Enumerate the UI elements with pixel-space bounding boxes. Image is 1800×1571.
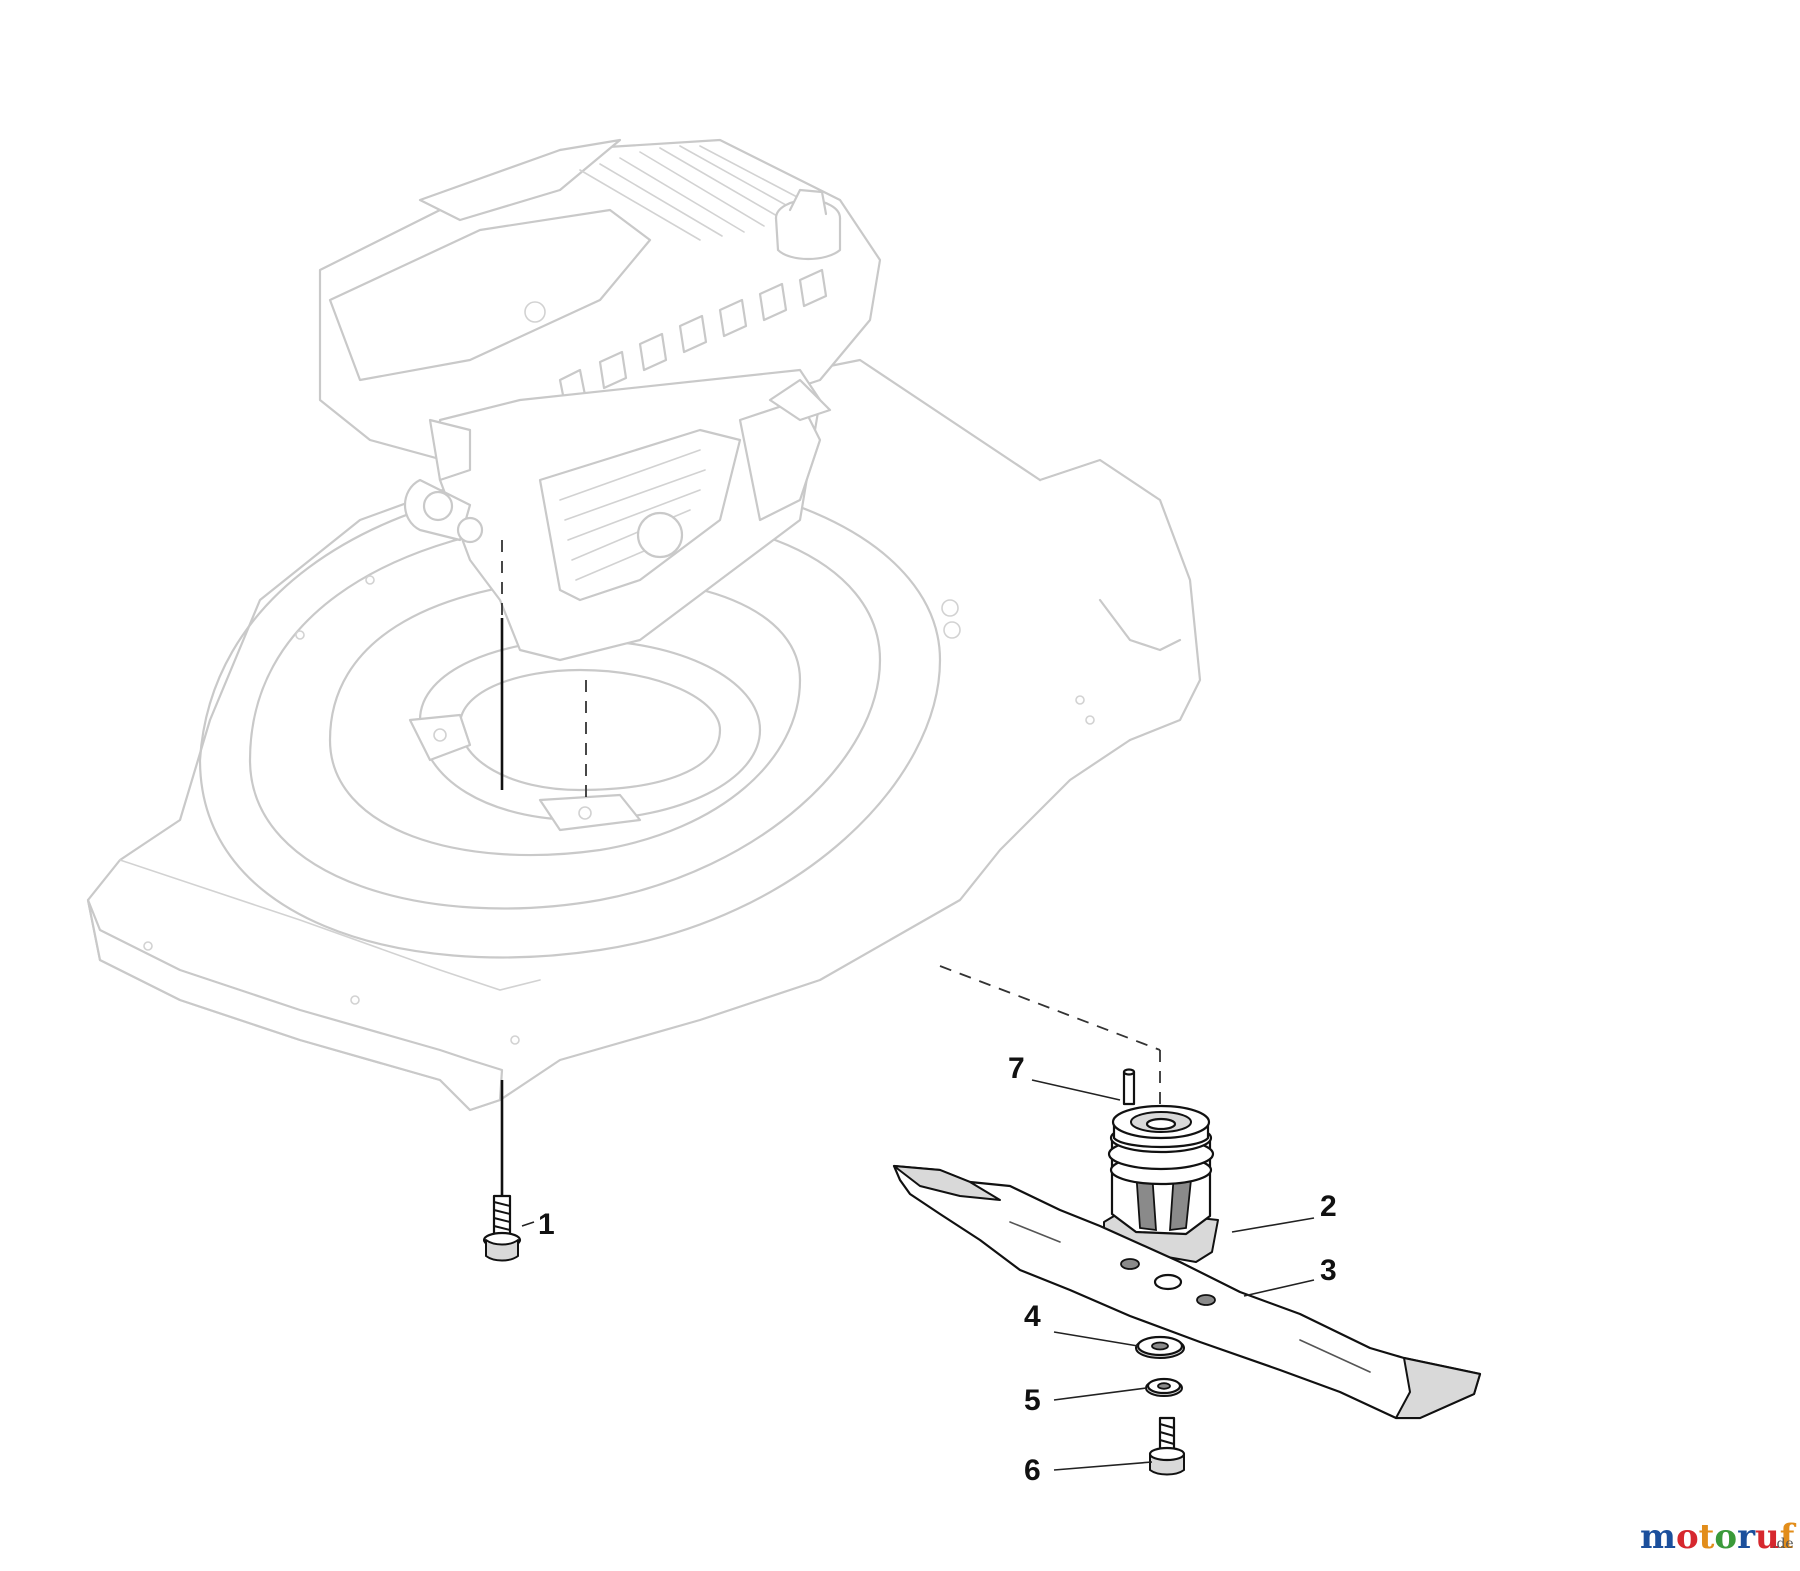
watermark-suffix: .de <box>1772 1536 1794 1552</box>
watermark-text: motoruf <box>1640 1517 1797 1557</box>
leader-lines <box>521 1079 1315 1471</box>
blade-adapter-part-2 <box>1103 1104 1219 1263</box>
washer-part-4 <box>1135 1335 1185 1359</box>
callout-4: 4 <box>1024 1300 1041 1333</box>
callout-5: 5 <box>1024 1384 1041 1417</box>
watermark-logo: motoruf .de <box>1640 1517 1797 1557</box>
engine-ghost <box>318 138 882 662</box>
blade-part-3 <box>892 1164 1482 1420</box>
alignment-lines <box>500 540 1161 1196</box>
callout-labels: 1 2 3 4 5 6 7 <box>538 1052 1337 1487</box>
callout-3: 3 <box>1320 1254 1337 1287</box>
pin-part-7 <box>1122 1068 1136 1106</box>
bolt-part-1 <box>482 1194 522 1262</box>
callout-2: 2 <box>1320 1190 1337 1223</box>
blade-bolt-part-6 <box>1148 1416 1186 1476</box>
callout-6: 6 <box>1024 1454 1041 1487</box>
lock-washer-part-5 <box>1145 1377 1183 1397</box>
callout-7: 7 <box>1008 1052 1025 1085</box>
callout-1: 1 <box>538 1208 555 1241</box>
mower-deck-ghost <box>86 358 1202 1112</box>
